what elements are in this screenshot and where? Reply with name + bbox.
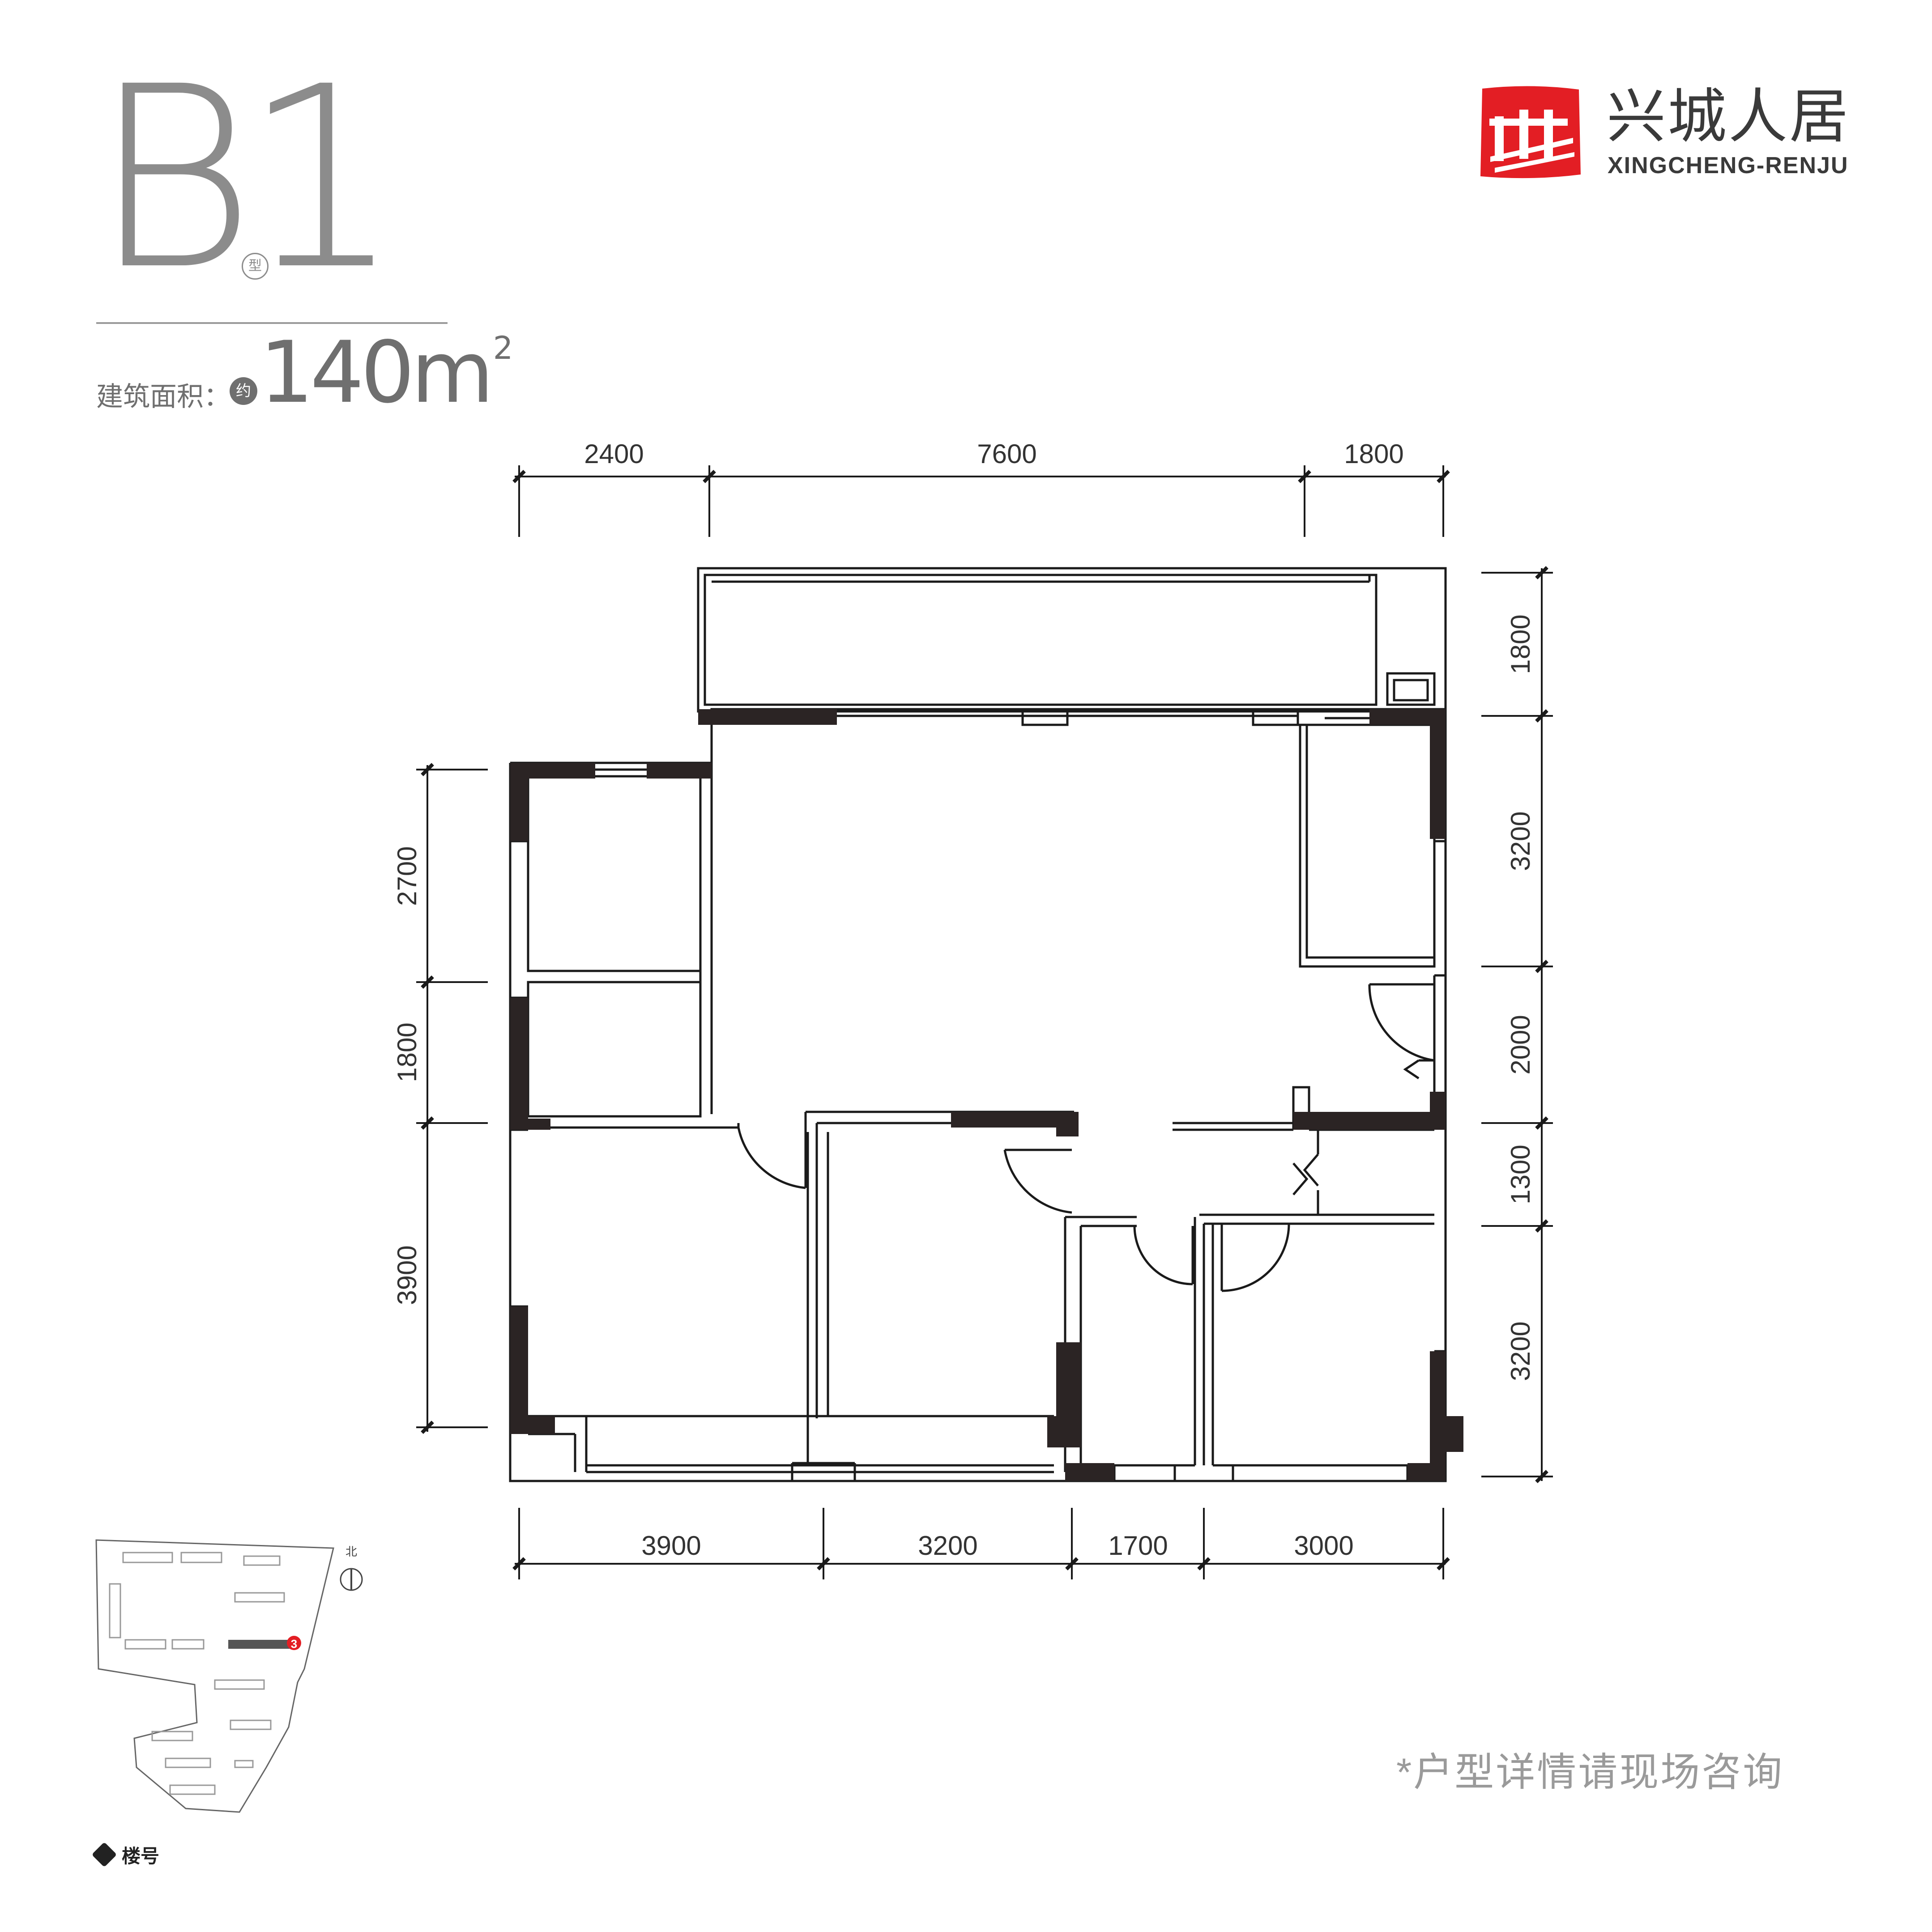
dim-right-2: 3200 bbox=[1506, 811, 1535, 871]
dim-bottom-4: 3000 bbox=[1294, 1531, 1353, 1561]
building-number-badge bbox=[287, 1636, 301, 1650]
dim-left-3: 3900 bbox=[392, 1245, 422, 1305]
building-number: 3 bbox=[291, 1637, 297, 1651]
area-unit: m bbox=[411, 323, 494, 422]
dimension-lines bbox=[416, 465, 1553, 1579]
disclaimer-notice: *户型详情请现场咨询 bbox=[1396, 1750, 1784, 1794]
area-number: 140 bbox=[260, 323, 415, 422]
north-arrow-icon: 北 bbox=[340, 1545, 363, 1591]
dim-top-3: 1800 bbox=[1344, 439, 1403, 469]
dim-bottom-2: 3200 bbox=[918, 1531, 977, 1561]
structural-walls bbox=[510, 709, 1463, 1481]
area-approx-badge: 约 bbox=[230, 377, 257, 405]
dim-right-5: 3200 bbox=[1506, 1321, 1535, 1381]
area-unit-power: 2 bbox=[493, 330, 513, 366]
dim-bottom-1: 3900 bbox=[641, 1531, 701, 1561]
dim-right-3: 2000 bbox=[1506, 1015, 1535, 1074]
legend-label: 楼号 bbox=[122, 1846, 160, 1867]
brand-name-cn: 兴城人居 bbox=[1607, 82, 1850, 151]
dim-right-1: 1800 bbox=[1506, 614, 1535, 674]
area-label: 建筑面积： bbox=[96, 382, 230, 412]
unit-type-suffix: 型 bbox=[242, 253, 269, 280]
brand-name-en: XINGCHENG-RENJU bbox=[1608, 153, 1849, 179]
title-divider bbox=[96, 322, 448, 324]
dimension-labels: 2400 7600 1800 3900 3200 1700 3000 2700 … bbox=[392, 439, 1535, 1561]
brand-logo-icon bbox=[1480, 86, 1581, 179]
dim-right-4: 1300 bbox=[1506, 1145, 1535, 1204]
dim-bottom-3: 1700 bbox=[1108, 1531, 1168, 1561]
north-label: 北 bbox=[345, 1545, 357, 1559]
dim-left-2: 1800 bbox=[392, 1022, 422, 1082]
dim-left-1: 2700 bbox=[392, 846, 422, 906]
highlighted-building bbox=[228, 1640, 291, 1649]
dim-top-2: 7600 bbox=[977, 439, 1036, 469]
plan-lines bbox=[509, 567, 1447, 1482]
dimension-ticks bbox=[421, 470, 1548, 1570]
dim-top-1: 2400 bbox=[584, 439, 644, 469]
site-key-plan: 3 北 bbox=[95, 1539, 363, 1813]
area-value: 140m2 bbox=[260, 330, 513, 415]
